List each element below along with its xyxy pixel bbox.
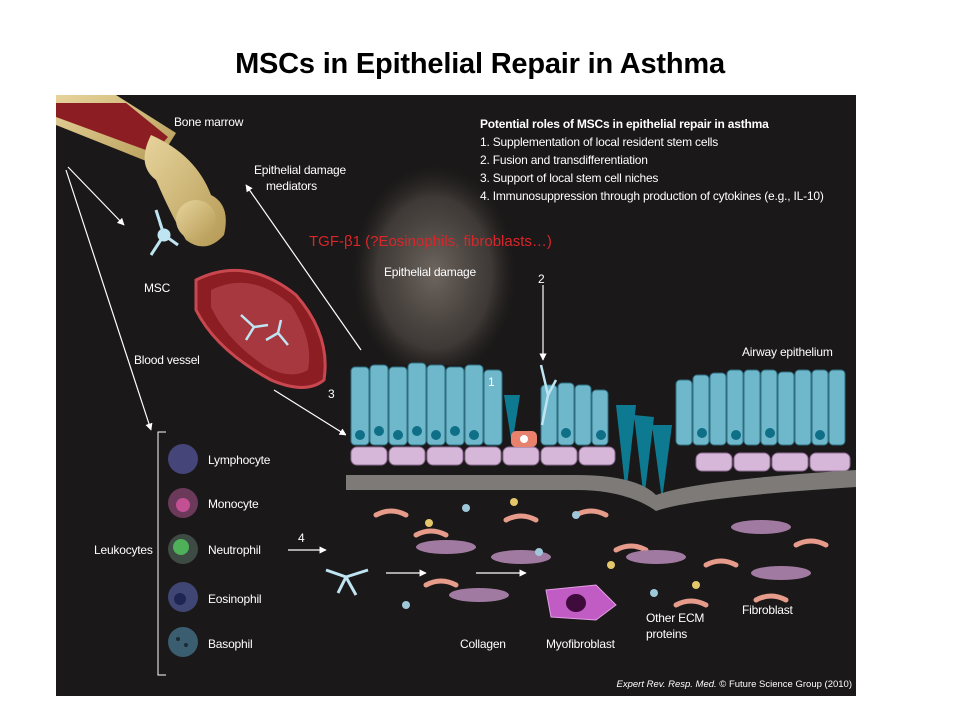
msc-ecm-icon (325, 568, 369, 596)
label-myofibroblast: Myofibroblast (546, 637, 615, 651)
label-bone-marrow: Bone marrow (174, 115, 244, 129)
ecm-region (325, 498, 829, 621)
credit-rest: © Future Science Group (2010) (716, 679, 852, 690)
label-eosinophil: Eosinophil (208, 592, 262, 606)
msc-cell-icon (149, 209, 179, 256)
airway-epithelium-layer (346, 362, 856, 511)
slide-title: MSCs in Epithelial Repair in Asthma (235, 48, 725, 80)
label-other-ecm-2: proteins (646, 627, 688, 641)
number-4: 4 (298, 531, 305, 545)
diagram-artwork (56, 95, 856, 676)
roles-item-1: 1. Supplementation of local resident ste… (480, 135, 719, 149)
label-epithelial-damage: Epithelial damage (384, 265, 476, 279)
label-basophil: Basophil (208, 637, 253, 651)
number-1: 1 (488, 375, 495, 389)
label-collagen: Collagen (460, 637, 506, 651)
roles-list: Potential roles of MSCs in epithelial re… (480, 115, 824, 205)
label-other-ecm-1: Other ECM (646, 611, 705, 625)
number-3: 3 (328, 387, 335, 401)
label-lymphocyte: Lymphocyte (208, 453, 271, 467)
roles-item-2: 2. Fusion and transdifferentiation (480, 153, 648, 167)
bone-marrow-icon (56, 95, 226, 247)
label-airway-epithelium: Airway epithelium (742, 345, 833, 359)
label-msc: MSC (144, 281, 171, 295)
label-blood-vessel: Blood vessel (134, 353, 200, 367)
number-2: 2 (538, 272, 545, 286)
label-epithelial-damage-mediators-2: mediators (266, 179, 317, 193)
roles-item-4: 4. Immunosuppression through production … (480, 189, 824, 203)
label-leukocytes: Leukocytes (94, 543, 153, 557)
tgf-annotation: TGF-β1 (?Eosinophils, fibroblasts…) (309, 233, 552, 250)
leukocyte-cells (168, 444, 198, 657)
roles-item-3: 3. Support of local stem cell niches (480, 171, 659, 185)
figure-credit: Expert Rev. Resp. Med. © Future Science … (617, 679, 852, 690)
leukocyte-bracket (157, 431, 166, 676)
label-monocyte: Monocyte (208, 497, 259, 511)
blood-vessel-icon (194, 268, 327, 389)
label-epithelial-damage-mediators-1: Epithelial damage (254, 163, 346, 177)
credit-journal: Expert Rev. Resp. Med. (616, 679, 717, 690)
label-fibroblast: Fibroblast (742, 603, 793, 617)
diagram-panel: Bone marrow Epithelial damage mediators … (56, 95, 856, 696)
label-neutrophil: Neutrophil (208, 543, 261, 557)
roles-heading: Potential roles of MSCs in epithelial re… (480, 117, 769, 131)
epithelial-damage-glow (352, 165, 516, 381)
